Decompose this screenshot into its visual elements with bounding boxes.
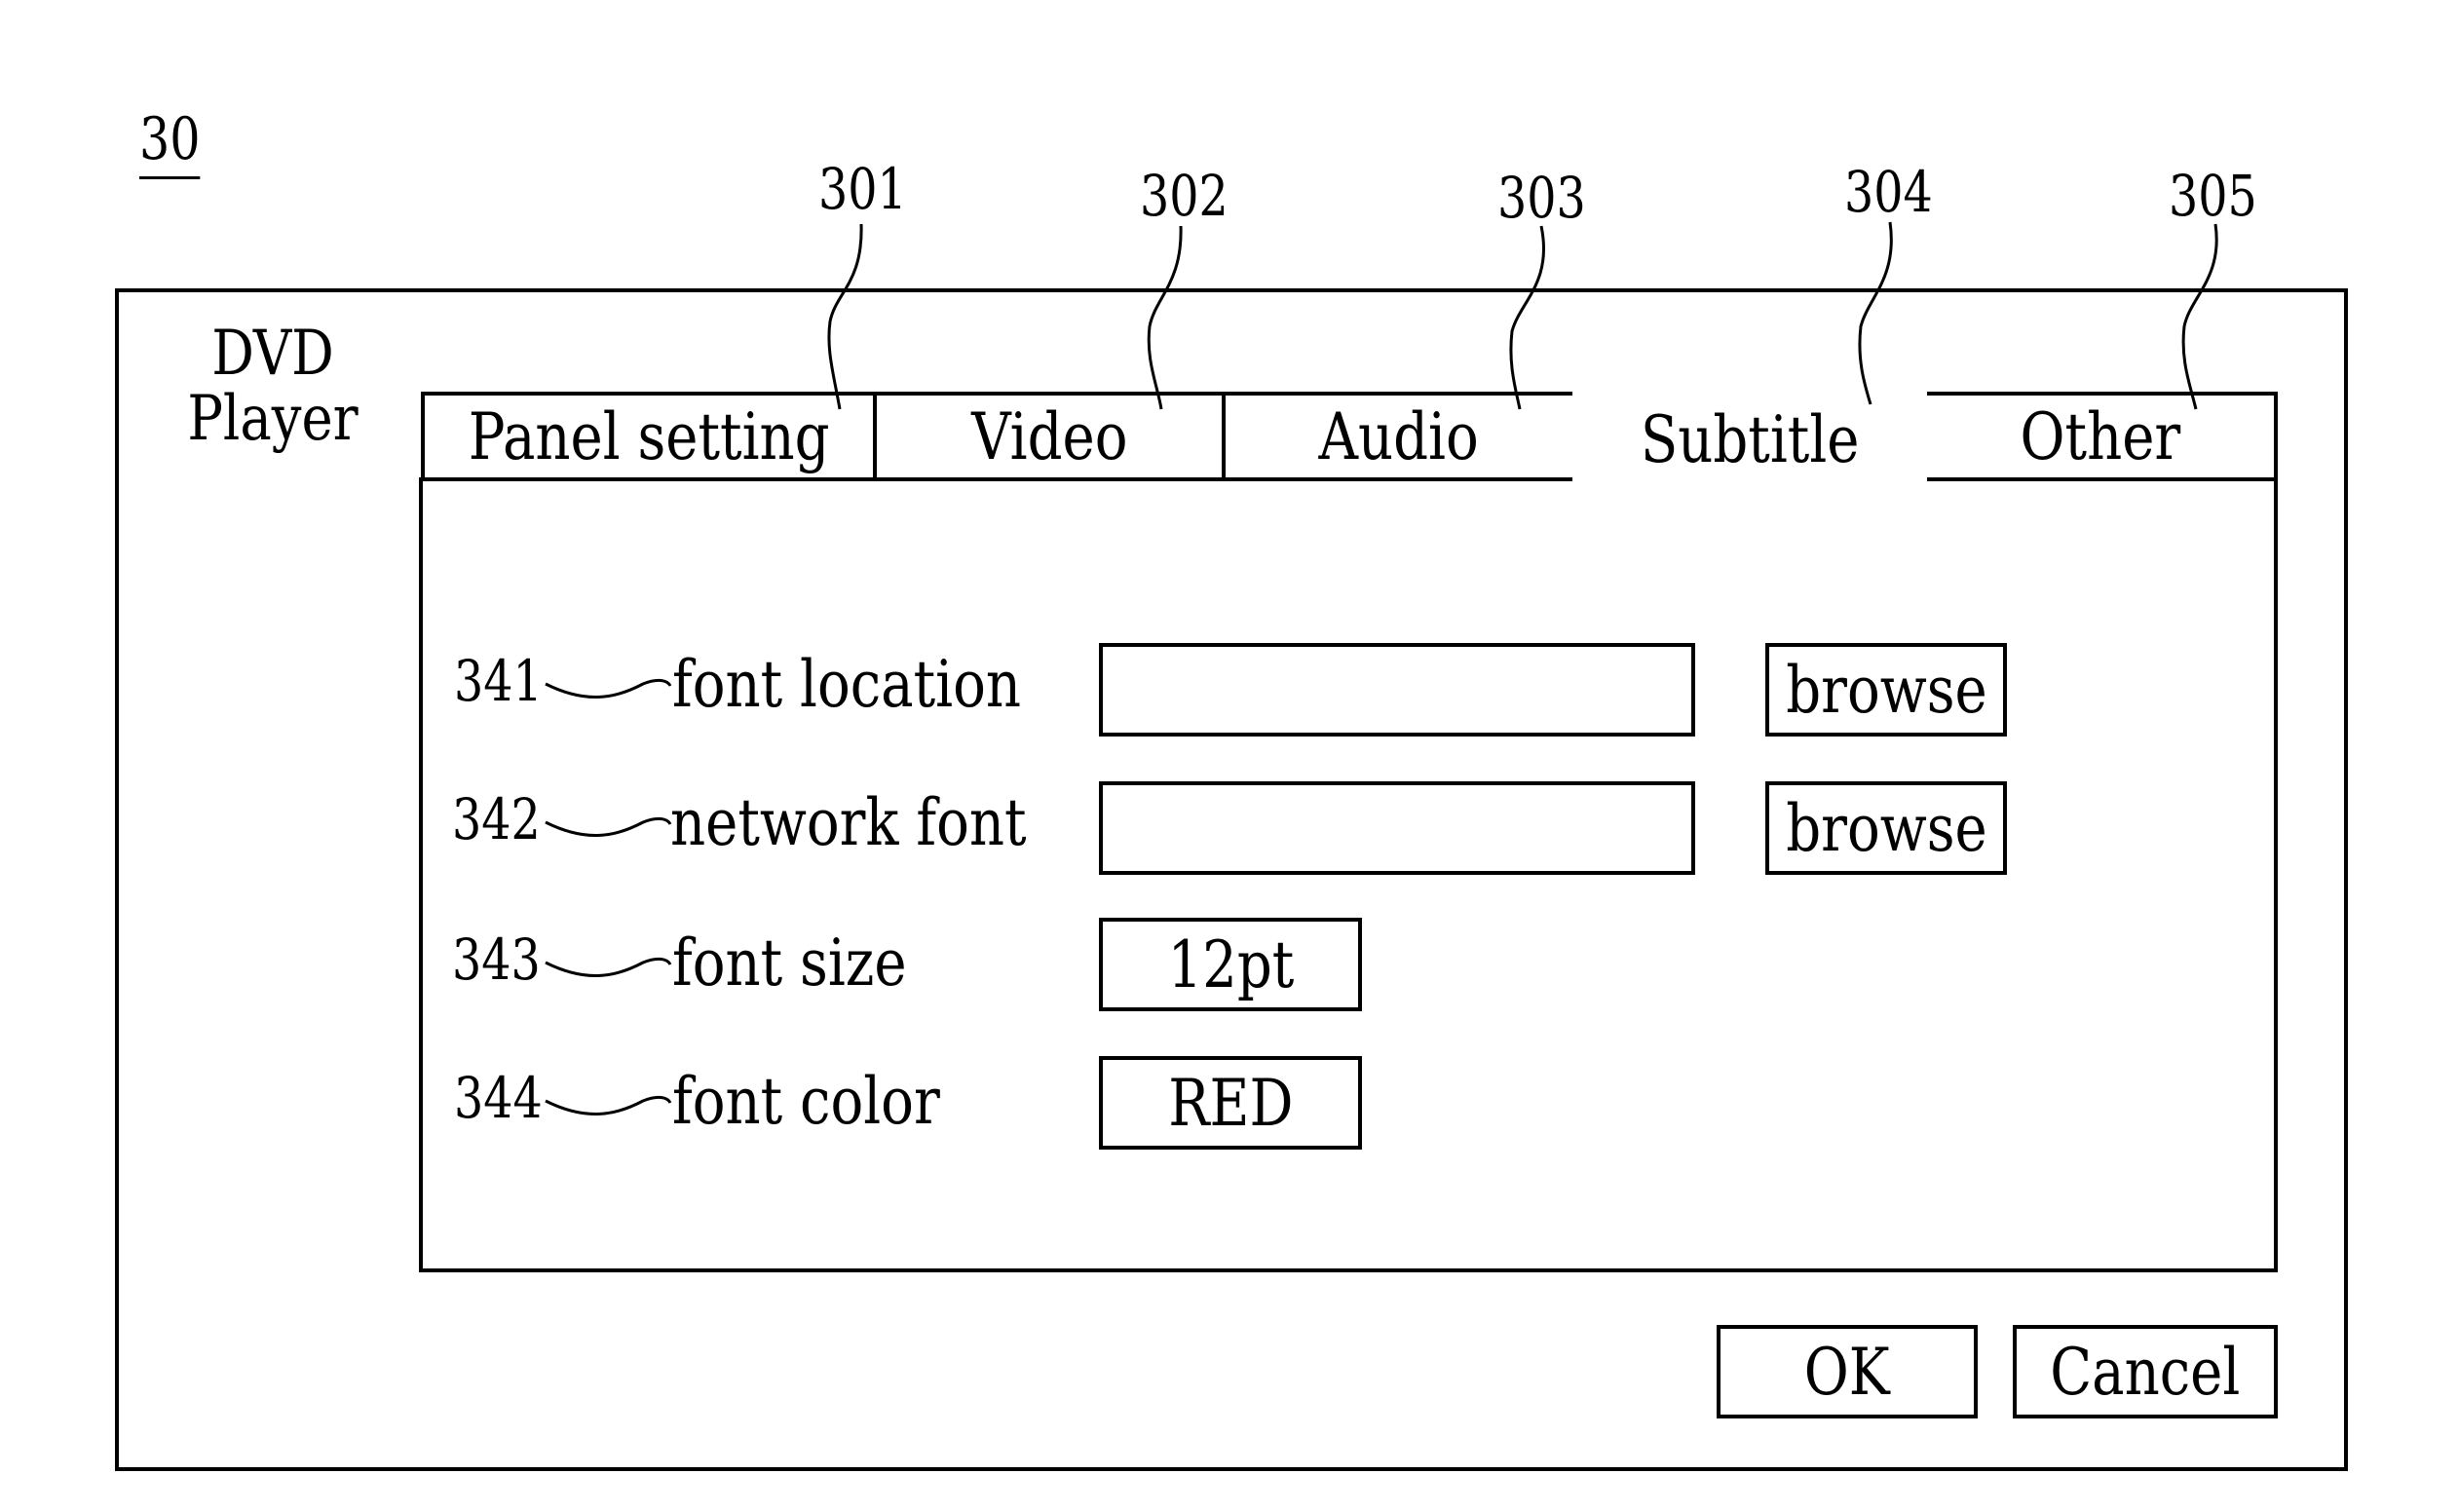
browse-label: browse — [1786, 791, 1987, 866]
tab-label: Video — [971, 399, 1127, 474]
tab-video[interactable]: Video — [873, 392, 1226, 481]
font-color-select[interactable]: RED — [1099, 1056, 1362, 1150]
cancel-button[interactable]: Cancel — [2013, 1325, 2278, 1418]
network-font-input[interactable] — [1099, 781, 1695, 875]
font-color-value: RED — [1168, 1066, 1293, 1141]
tab-label: Subtitle — [1641, 402, 1860, 477]
tab-subtitle[interactable]: Subtitle — [1572, 392, 1927, 487]
font-size-select[interactable]: 12pt — [1099, 918, 1362, 1011]
tab-other[interactable]: Other — [1923, 392, 2278, 481]
window-title-line-2: Player — [166, 387, 381, 452]
cancel-label: Cancel — [2050, 1335, 2240, 1410]
tab-ref-other: 305 — [2169, 168, 2257, 224]
tab-label: Audio — [1319, 399, 1479, 474]
tab-label: Panel setting — [469, 399, 830, 474]
window-title: DVD Player — [166, 321, 381, 452]
tab-ref-video: 302 — [1140, 168, 1229, 224]
ok-label: OK — [1804, 1335, 1890, 1410]
tab-ref-audio: 303 — [1497, 170, 1586, 226]
font-location-input[interactable] — [1099, 643, 1695, 737]
tab-panel-setting[interactable]: Panel setting — [421, 392, 877, 481]
figure-number: 30 — [139, 110, 201, 179]
ok-button[interactable]: OK — [1717, 1325, 1978, 1418]
network-font-browse-button[interactable]: browse — [1765, 781, 2007, 875]
subtitle-tab-panel — [419, 477, 2278, 1272]
font-size-value: 12pt — [1167, 927, 1294, 1002]
tab-ref-panel-setting: 301 — [818, 161, 907, 217]
window-title-line-1: DVD — [166, 321, 381, 387]
tab-audio[interactable]: Audio — [1222, 392, 1576, 481]
tab-ref-subtitle: 304 — [1844, 164, 1933, 220]
tab-label: Other — [2021, 399, 2181, 474]
browse-label: browse — [1786, 653, 1987, 728]
font-location-browse-button[interactable]: browse — [1765, 643, 2007, 737]
